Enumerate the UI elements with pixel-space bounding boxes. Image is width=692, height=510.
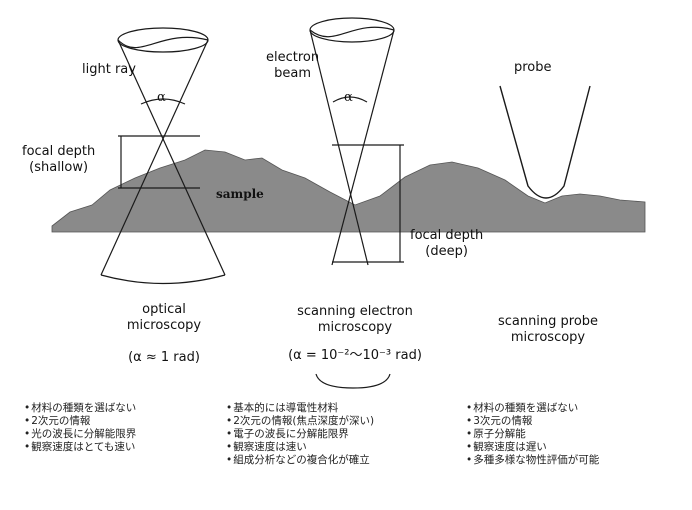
- optical-focal-depth-line1: focal depth: [22, 144, 95, 160]
- list-item: 電子の波長に分解能限界: [226, 428, 374, 441]
- sample-label: sample: [216, 186, 264, 202]
- optical-lens-ellipse: [118, 28, 208, 52]
- list-item: 材料の種類を選ばない: [466, 402, 599, 415]
- optical-light-ray-label: light ray: [82, 62, 136, 78]
- sem-title: scanning electron microscopy: [280, 304, 430, 336]
- sem-title-line2: microscopy: [280, 320, 430, 336]
- sem-lens-twist: [310, 27, 394, 37]
- sem-param: (α = 10⁻²～10⁻³ rad): [280, 348, 430, 364]
- list-item: 原子分解能: [466, 428, 599, 441]
- spm-probe-label: probe: [514, 60, 552, 76]
- sem-lens-ellipse: [310, 18, 394, 42]
- spm-title-line2: microscopy: [488, 330, 608, 346]
- optical-param: (α ≈ 1 rad): [119, 350, 209, 366]
- sem-alpha-label: α: [344, 90, 353, 105]
- optical-title: optical microscopy: [119, 302, 209, 334]
- spm-title-line1: scanning probe: [488, 314, 608, 330]
- list-item: 材料の種類を選ばない: [24, 402, 136, 415]
- list-item: 基本的には導電性材料: [226, 402, 374, 415]
- list-item: 観察速度はとても速い: [24, 441, 136, 454]
- list-item: 組成分析などの複合化が確立: [226, 454, 374, 467]
- optical-alpha-label: α: [157, 90, 166, 105]
- sem-beam-line2: beam: [266, 66, 319, 82]
- list-item: 2次元の情報(焦点深度が深い): [226, 415, 374, 428]
- sample-surface: [52, 150, 645, 232]
- optical-lens-twist: [118, 37, 208, 47]
- optical-focal-depth-line2: (shallow): [22, 160, 95, 176]
- sem-title-line1: scanning electron: [280, 304, 430, 320]
- sem-beam-line1: electron: [266, 50, 319, 66]
- optical-bullet-list: 材料の種類を選ばない 2次元の情報 光の波長に分解能限界 観察速度はとても速い: [24, 402, 136, 454]
- optical-title-line1: optical: [119, 302, 209, 318]
- optical-focal-depth-label: focal depth (shallow): [22, 144, 95, 176]
- spm-title: scanning probe microscopy: [488, 314, 608, 346]
- list-item: 観察速度は速い: [226, 441, 374, 454]
- sem-beam-label: electron beam: [266, 50, 319, 82]
- spm-bullet-list: 材料の種類を選ばない 3次元の情報 原子分解能 観察速度は遅い 多種多様な物性評…: [466, 402, 599, 467]
- sem-focal-depth-label: focal depth (deep): [410, 228, 483, 260]
- optical-cone-bottom-arc: [101, 275, 225, 284]
- list-item: 3次元の情報: [466, 415, 599, 428]
- sem-bracket: [316, 374, 390, 388]
- list-item: 2次元の情報: [24, 415, 136, 428]
- spm-probe-tip: [500, 86, 590, 198]
- optical-title-line2: microscopy: [119, 318, 209, 334]
- sem-focal-depth-line2: (deep): [410, 244, 483, 260]
- list-item: 観察速度は遅い: [466, 441, 599, 454]
- list-item: 光の波長に分解能限界: [24, 428, 136, 441]
- sem-focal-depth-line1: focal depth: [410, 228, 483, 244]
- list-item: 多種多様な物性評価が可能: [466, 454, 599, 467]
- sem-bullet-list: 基本的には導電性材料 2次元の情報(焦点深度が深い) 電子の波長に分解能限界 観…: [226, 402, 374, 467]
